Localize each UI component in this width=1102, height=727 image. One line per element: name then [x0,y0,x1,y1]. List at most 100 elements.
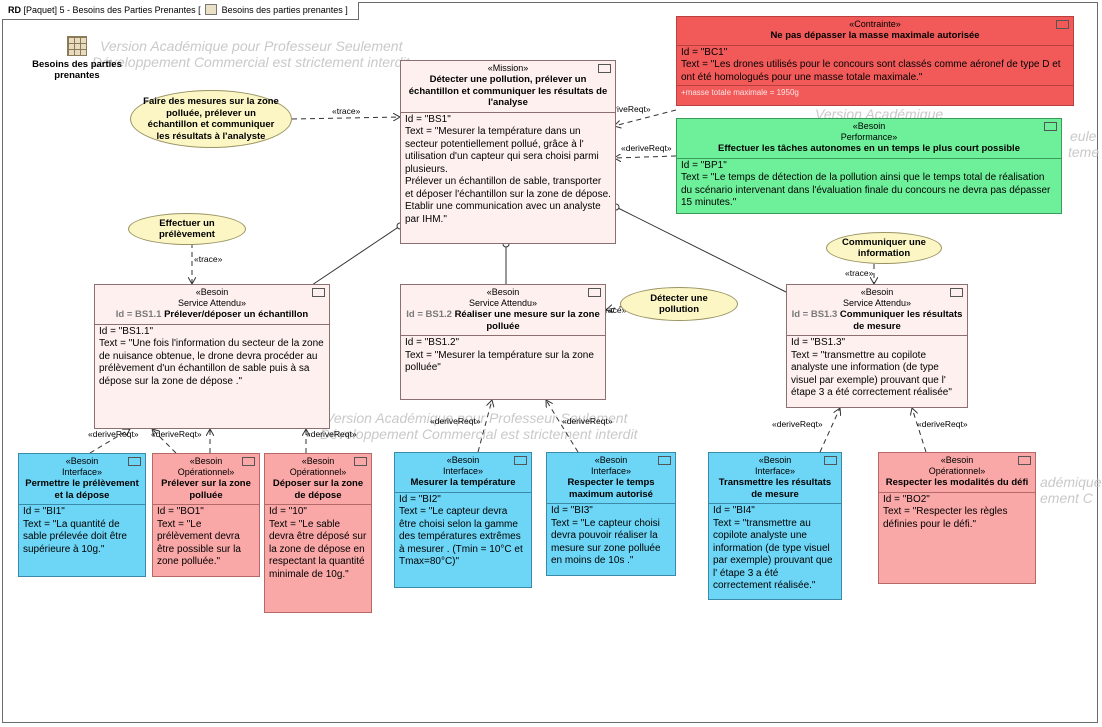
leaf-text: Text = "Respecter les règles définies po… [883,506,1008,530]
service-name: Id = BS1.1 Prélever/déposer un échantill… [99,309,325,321]
leaf-text: Text = "Le capteur devra être choisi sel… [399,506,523,567]
performance-block[interactable]: «Besoin Performance» Effectuer les tâche… [676,118,1062,214]
leaf-block-10[interactable]: «Besoin Opérationnel» Déposer sur la zon… [264,453,372,613]
derive-link [477,400,492,453]
usecase-detecter-pollution[interactable]: Détecter une pollution [620,287,738,321]
leaf-header: «Besoin Opérationnel» Prélever sur la zo… [153,454,259,505]
leaf-body: Id = "BI2" Text = "Le capteur devra être… [395,493,531,570]
diagram-icon [205,4,218,15]
attribute-label: +masse totale maximale = [681,88,777,97]
service-stereotype-kind: Service Attendu» [468,298,538,308]
derive-label: «deriveReqt» [430,416,481,426]
derive-label: «deriveReqt» [88,429,139,439]
leaf-stereotype-kind: Interface» [442,466,484,476]
contrainte-stereotype: «Contrainte» [849,19,901,29]
leaf-block-bo2[interactable]: «Besoin Opérationnel» Respecter les moda… [878,452,1036,584]
usecase-measure-sample-communicate[interactable]: Faire des mesures sur la zone polluée, p… [130,90,292,148]
leaf-block-bi1[interactable]: «Besoin Interface» Permettre le prélèvem… [18,453,146,577]
leaf-body: Id = "10" Text = "Le sable devra être dé… [265,505,371,582]
leaf-text: Text = "La quantité de sable prélevée do… [23,518,127,555]
service-body: Id = "BS1.2" Text = "Mesurer la températ… [401,336,605,376]
package-node[interactable]: Besoins des parties prenantes [22,36,132,81]
service-header: «Besoin Service Attendu» Id = BS1.3 Comm… [787,285,967,336]
block-icon [1044,122,1057,131]
performance-id: Id = "BP1" [681,159,727,171]
leaf-block-bi4[interactable]: «Besoin Interface» Transmettre les résul… [708,452,842,600]
derive-link [614,156,677,158]
service-text: Text = "Mesurer la température sur la zo… [405,349,594,374]
mission-block[interactable]: «Mission» Détecter une pollution, prélev… [400,60,616,244]
service-id-prefix: Id = BS1.1 [115,309,162,320]
derive-link [152,429,177,454]
contrainte-header: «Contrainte» Ne pas dépasser la masse ma… [677,17,1073,46]
leaf-stereotype: «Besoin [189,456,223,466]
leaf-stereotype: «Besoin [758,455,792,465]
service-stereotype-kind: Service Attendu» [842,298,912,308]
block-icon [598,64,611,73]
performance-text: Text = "Le temps de détection de la poll… [681,172,1051,208]
package-label: Besoins des parties prenantes [32,59,122,81]
service-title: Réaliser une mesure sur la zone polluée [454,309,600,332]
block-icon [824,456,837,465]
leaf-stereotype-kind: Interface» [590,466,632,476]
leaf-name: Déposer sur la zone de dépose [272,478,364,501]
leaf-name: Mesurer la température [410,477,516,488]
service-block-bs1-2[interactable]: «Besoin Service Attendu» Id = BS1.2 Réal… [400,284,606,400]
leaf-body: Id = "BI4" Text = "transmettre au copilo… [709,504,841,594]
block-icon [658,456,671,465]
block-icon [128,457,141,466]
performance-stereotype-kind: Performance» [840,132,898,142]
block-icon [1018,456,1031,465]
block-icon [588,288,601,297]
leaf-id: Id = "BO1" [157,506,204,517]
service-title: Communiquer les résultats de mesure [839,309,963,332]
service-block-bs1-1[interactable]: «Besoin Service Attendu» Id = BS1.1 Prél… [94,284,330,429]
contrainte-body: Id = "BC1" Text = "Les drones utilisés p… [677,46,1073,86]
leaf-block-bi3[interactable]: «Besoin Interface» Respecter le temps ma… [546,452,676,576]
derive-label: «deriveReqt» [151,429,202,439]
leaf-text: Text = "Le prélèvement devra être possib… [157,518,241,568]
leaf-block-bi2[interactable]: «Besoin Interface» Mesurer la températur… [394,452,532,588]
mission-stereotype: «Mission» [487,63,529,73]
trace-label: «trace» [598,305,627,315]
service-id-prefix: Id = BS1.3 [791,309,838,320]
leaf-stereotype-kind: Opérationnel» [177,467,235,477]
usecase-communiquer-information[interactable]: Communiquer une information [826,232,942,264]
contrainte-block[interactable]: «Contrainte» Ne pas dépasser la masse ma… [676,16,1074,106]
leaf-text: Text = "Le capteur choisi devra pouvoir … [551,517,661,567]
leaf-name: Transmettre les résultats de mesure [718,477,832,500]
derive-label: «deriveReqt» [600,104,651,114]
trace-label: «trace» [332,106,361,116]
leaf-stereotype-kind: Interface» [61,467,103,477]
block-icon [354,457,367,466]
mission-id: Id = "BS1" [405,113,451,125]
service-block-bs1-3[interactable]: «Besoin Service Attendu» Id = BS1.3 Comm… [786,284,968,408]
leaf-header: «Besoin Interface» Mesurer la températur… [395,453,531,493]
leaf-name: Permettre le prélèvement et la dépose [25,478,139,501]
service-header: «Besoin Service Attendu» Id = BS1.2 Réal… [401,285,605,336]
derive-link [912,408,927,453]
block-icon [242,457,255,466]
performance-name: Effectuer les tâches autonomes en un tem… [718,143,1020,154]
leaf-text: Text = "Le sable devra être déposé sur l… [269,518,367,580]
derive-link [819,408,840,453]
trace-label: «trace» [194,254,223,264]
leaf-stereotype-kind: Interface» [754,466,796,476]
leaf-stereotype: «Besoin [65,456,99,466]
service-stereotype-kind: Service Attendu» [177,298,247,308]
leaf-block-bo1[interactable]: «Besoin Opérationnel» Prélever sur la zo… [152,453,260,577]
leaf-name: Prélever sur la zone polluée [161,478,251,501]
performance-stereotype: «Besoin [852,121,886,131]
leaf-header: «Besoin Opérationnel» Respecter les moda… [879,453,1035,493]
block-icon [514,456,527,465]
attribute-value: 1950g [776,88,799,97]
leaf-id: Id = "BI2" [399,493,441,505]
leaf-id: Id = "BO2" [883,493,930,505]
mission-body: Id = "BS1" Text = "Mesurer la températur… [401,113,615,228]
mission-header: «Mission» Détecter une pollution, prélev… [401,61,615,113]
usecase-effectuer-prelevement[interactable]: Effectuer un prélèvement [128,213,246,245]
mission-name: Détecter une pollution, prélever un écha… [408,74,608,108]
leaf-header: «Besoin Interface» Permettre le prélèvem… [19,454,145,505]
frame-diagram-name: Besoins des parties prenantes ] [221,5,348,15]
leaf-stereotype: «Besoin [446,455,480,465]
